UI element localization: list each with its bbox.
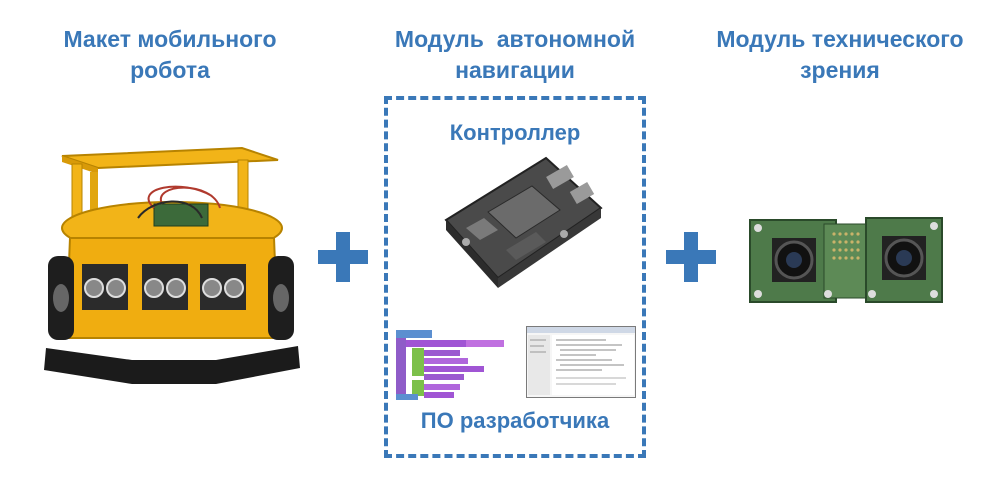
controller-board-image [436,150,606,300]
navigation-title-line1: Модуль автономной [360,24,670,55]
robot-title-line2: робота [30,55,310,86]
ide-screenshot-image [526,326,636,398]
vision-title-line2: зрения [690,55,990,86]
controller-label: Контроллер [388,120,642,146]
vision-module-title: Модуль технического зрения [690,24,990,86]
visual-programming-image [394,328,508,402]
plus-icon [664,230,718,284]
vision-title-line1: Модуль технического [690,24,990,55]
navigation-module-title: Модуль автономной навигации [360,24,670,86]
robot-title-line1: Макет мобильного [30,24,310,55]
software-label: ПО разработчика [388,408,642,434]
navigation-title-line2: навигации [360,55,670,86]
stereo-camera-image [748,212,944,312]
robot-image [42,138,302,408]
robot-mockup-title: Макет мобильного робота [30,24,310,86]
plus-icon [316,230,370,284]
